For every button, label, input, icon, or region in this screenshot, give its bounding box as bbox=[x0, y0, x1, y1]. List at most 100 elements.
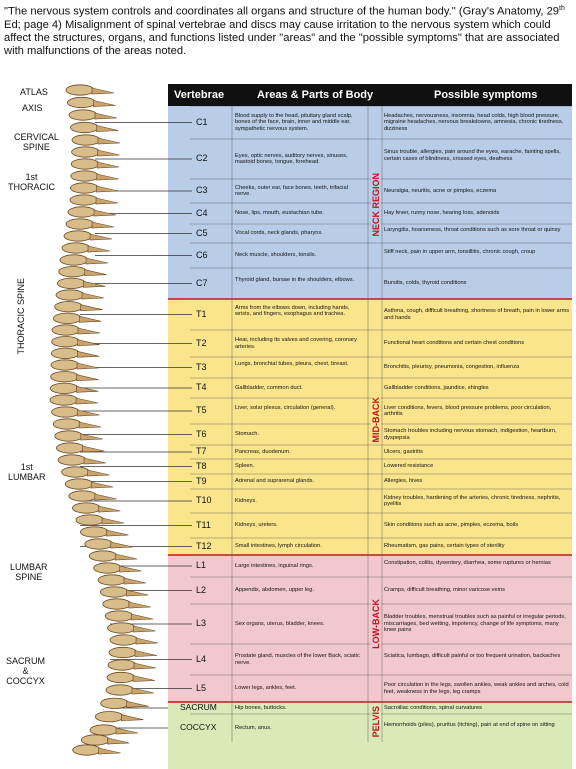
body-area-cell: Hip bones, buttocks. bbox=[235, 704, 287, 711]
intro-paragraph: "The nervous system controls and coordin… bbox=[4, 2, 572, 58]
body-area-cell: Stomach. bbox=[235, 431, 260, 438]
region-label: LOW-BACK bbox=[371, 598, 381, 649]
region-band bbox=[168, 702, 572, 769]
label-thoracic-spine: THORACIC SPINE bbox=[16, 278, 26, 355]
vertebra-body bbox=[50, 347, 80, 359]
vertebra-body bbox=[57, 454, 87, 466]
body-area-cell: Cheeks, outer ear, face bones, teeth, tr… bbox=[235, 184, 348, 198]
spinous-process bbox=[77, 327, 101, 335]
body-area-cell: Pancreas, duodenum. bbox=[235, 448, 291, 455]
vertebra-body bbox=[109, 634, 139, 646]
vertebra-label: T1 bbox=[196, 308, 207, 319]
symptom-cell: Bronchitis, pleurisy, pneumonia, congest… bbox=[384, 364, 520, 371]
symptom-cell: Kidney troubles, hardening of the arteri… bbox=[384, 494, 561, 508]
spinous-process bbox=[126, 589, 149, 597]
vertebra-body bbox=[68, 109, 98, 121]
vertebra-body bbox=[93, 562, 122, 574]
spinous-process bbox=[121, 714, 144, 721]
vertebra-body bbox=[52, 312, 82, 324]
spinous-process bbox=[85, 257, 109, 265]
symptom-cell: Gallbladder conditions, jaundice, shingl… bbox=[384, 384, 489, 391]
spinous-process bbox=[134, 650, 158, 657]
spinous-process bbox=[96, 161, 120, 169]
vertebra-label: C5 bbox=[196, 227, 208, 238]
vertebra-label: T4 bbox=[196, 382, 207, 392]
region-band bbox=[168, 555, 572, 702]
spinous-process bbox=[77, 350, 100, 358]
vertebra-label: L2 bbox=[196, 584, 207, 595]
spinous-process bbox=[80, 433, 103, 441]
spinous-process bbox=[77, 339, 100, 346]
symptom-cell: Functional heart conditions and certain … bbox=[384, 340, 525, 347]
vertebra-label: T5 bbox=[196, 405, 207, 415]
vertebra-body bbox=[97, 574, 127, 586]
spinous-process bbox=[94, 112, 118, 120]
body-area-cell: Blood supply to the head, pituitary glan… bbox=[235, 112, 353, 132]
symptom-cell: Stomach troubles including nervous stoma… bbox=[384, 428, 557, 441]
spinous-process bbox=[76, 362, 100, 370]
vertebra-body bbox=[69, 194, 99, 206]
vertebra-body bbox=[104, 610, 134, 622]
vertebra-body bbox=[61, 242, 91, 254]
symptom-cell: Neuralgia, neuritis, acne or pimples, ec… bbox=[384, 187, 497, 194]
spinous-process bbox=[128, 601, 151, 609]
vertebra-body bbox=[107, 622, 136, 634]
spinous-process bbox=[123, 577, 147, 585]
intro-text-1: "The nervous system controls and coordin… bbox=[4, 5, 560, 18]
vertebra-body bbox=[64, 478, 94, 490]
spinous-process bbox=[89, 233, 113, 241]
body-area-cell: Kidneys. bbox=[235, 497, 257, 504]
vertebra-body bbox=[106, 671, 136, 684]
symptom-cell: Sciatica, lumbago, difficult painful or … bbox=[384, 653, 561, 659]
spinous-process bbox=[101, 517, 125, 525]
spinous-process bbox=[76, 374, 99, 381]
vertebra-label: COCCYX bbox=[180, 722, 217, 732]
spinous-process bbox=[90, 481, 114, 489]
vertebra-body bbox=[70, 182, 99, 194]
vertebra-label: T3 bbox=[196, 361, 207, 372]
vertebra-label: T9 bbox=[196, 475, 207, 486]
spinous-process bbox=[96, 125, 119, 132]
symptom-cell: Hay fever, runny nose, hearing loss, ade… bbox=[384, 210, 500, 217]
symptom-cell: Rheumatism, gas pains, certain types of … bbox=[384, 543, 505, 550]
header-vertebrae: Vertebrae bbox=[174, 89, 225, 101]
vertebra-body bbox=[70, 170, 100, 182]
spinous-process bbox=[98, 747, 121, 755]
spinous-process bbox=[82, 445, 105, 453]
vertebra-body bbox=[50, 359, 80, 371]
spinous-process bbox=[79, 315, 102, 323]
vertebra-body bbox=[56, 277, 86, 289]
spinous-process bbox=[98, 505, 121, 513]
vertebra-body bbox=[54, 301, 84, 313]
spinous-process bbox=[78, 421, 102, 429]
vertebra-body bbox=[94, 711, 124, 723]
spinous-process bbox=[96, 173, 119, 181]
spinous-process bbox=[76, 385, 99, 393]
spinous-process bbox=[91, 87, 115, 95]
spinous-process bbox=[119, 565, 142, 573]
vertebra-body bbox=[49, 382, 79, 394]
vertebra-body bbox=[71, 134, 101, 146]
label-lumbar-spine: LUMBAR SPINE bbox=[10, 562, 48, 582]
vertebra-body bbox=[50, 371, 80, 383]
region-label: PELVIS bbox=[371, 705, 381, 737]
label-cervical-spine: CERVICAL SPINE bbox=[14, 132, 59, 152]
spinous-process bbox=[81, 292, 105, 300]
vertebra-body bbox=[71, 146, 100, 158]
symptom-cell: Stiff neck, pain in upper arm, tonsillit… bbox=[384, 249, 536, 255]
symptom-cell: Asthma, cough, difficult breathing, shor… bbox=[384, 308, 570, 321]
vertebra-label: L4 bbox=[196, 653, 207, 664]
vertebra-body bbox=[80, 526, 109, 538]
vertebra-body bbox=[52, 418, 82, 430]
vertebra-label: T11 bbox=[196, 519, 211, 530]
spinous-process bbox=[110, 541, 133, 549]
vertebra-body bbox=[59, 254, 89, 266]
spinous-process bbox=[93, 100, 116, 107]
spinous-process bbox=[83, 457, 107, 465]
symptom-cell: Poor circulation in the legs, swollen an… bbox=[384, 682, 569, 695]
body-area-cell: Thyroid gland, bursae in the shoulders, … bbox=[235, 277, 355, 283]
spinous-process bbox=[83, 280, 106, 288]
vertebra-body bbox=[61, 466, 90, 478]
spinous-process bbox=[131, 687, 155, 695]
